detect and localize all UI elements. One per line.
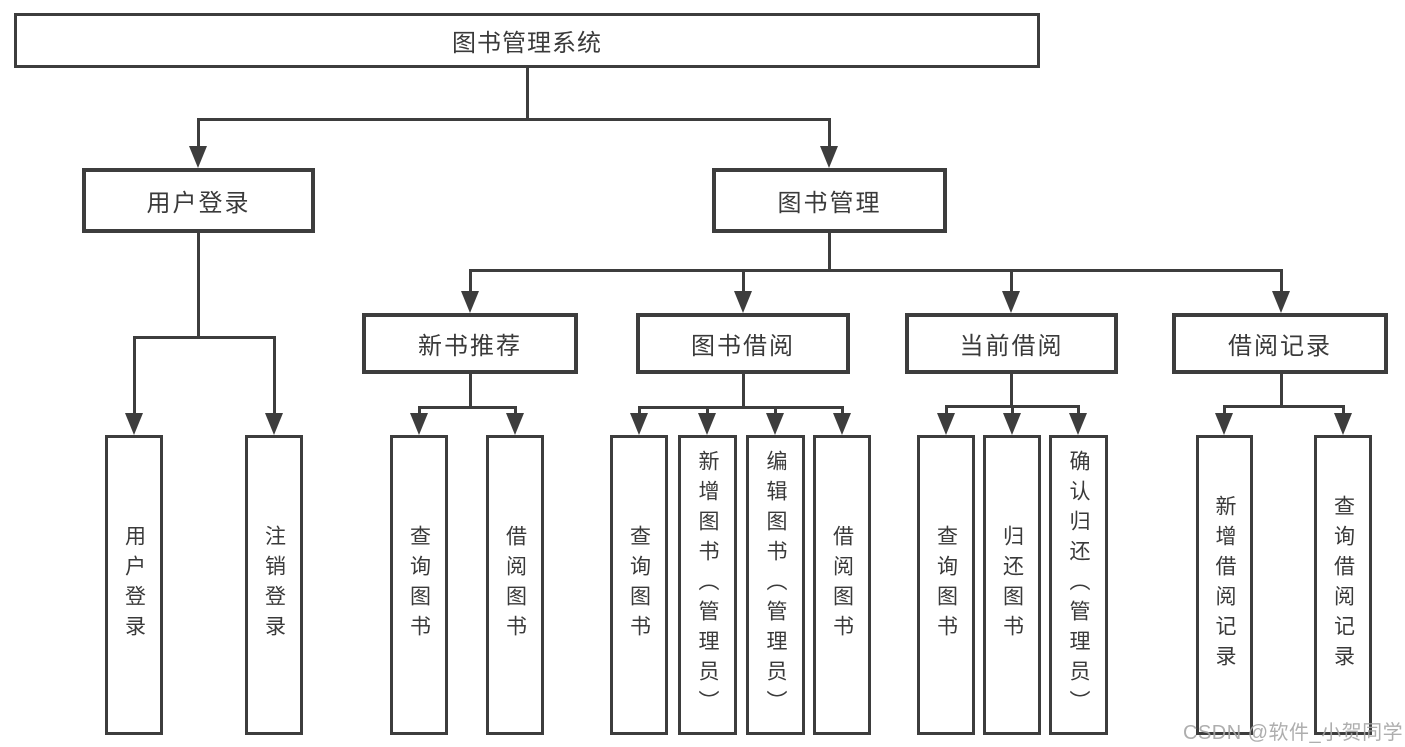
node-user-login-label: 用户登录 — [146, 190, 251, 217]
arrow-to-new-book-recommend — [461, 269, 479, 313]
node-book-management-label: 图书管理 — [777, 190, 882, 217]
arrow-to-book-management — [820, 118, 838, 168]
csdn-watermark: CSDN @软件_小贺同学 — [1183, 722, 1404, 744]
node-book-borrow-label: 图书借阅 — [691, 333, 795, 360]
node-book-borrow: 图书借阅 — [636, 313, 850, 374]
connector-mgmt-stem — [828, 232, 831, 272]
leaf-user-login-label: 用户登录 — [122, 525, 146, 645]
leaf-current-confirm-return-admin-label: 确认归还（管理员） — [1067, 450, 1090, 720]
leaf-recommend-borrow-book: 借阅图书 — [486, 435, 544, 735]
leaf-recommend-query-book-label: 查询图书 — [407, 525, 431, 645]
leaf-current-confirm-return-admin: 确认归还（管理员） — [1049, 435, 1108, 735]
arrow-to-borrow-edit — [766, 406, 784, 435]
connector-borrow-stem — [742, 373, 745, 408]
connector-borrow-bus — [638, 406, 843, 409]
arrow-to-recommend-query — [410, 406, 428, 435]
connector-recommend-bus — [418, 406, 516, 409]
leaf-records-add-record: 新增借阅记录 — [1196, 435, 1253, 735]
leaf-current-query-book-label: 查询图书 — [934, 525, 958, 645]
leaf-records-add-record-label: 新增借阅记录 — [1213, 495, 1236, 675]
arrow-to-current-query — [937, 405, 955, 435]
leaf-current-query-book: 查询图书 — [917, 435, 975, 735]
connector-current-stem — [1010, 373, 1013, 407]
leaf-borrow-query-book-label: 查询图书 — [627, 525, 651, 645]
leaf-recommend-query-book: 查询图书 — [390, 435, 448, 735]
node-borrow-records-label: 借阅记录 — [1228, 333, 1332, 360]
arrow-to-leaf-user-logout — [265, 336, 283, 435]
leaf-recommend-borrow-book-label: 借阅图书 — [503, 525, 527, 645]
arrow-to-borrow-records — [1272, 269, 1290, 313]
arrow-to-records-add — [1215, 405, 1233, 435]
leaf-borrow-borrow-book: 借阅图书 — [813, 435, 871, 735]
connector-root-bus — [197, 118, 831, 121]
leaf-borrow-borrow-book-label: 借阅图书 — [830, 525, 854, 645]
node-root: 图书管理系统 — [14, 13, 1040, 68]
connector-mgmt-bus — [469, 269, 1282, 272]
leaf-borrow-query-book: 查询图书 — [610, 435, 668, 735]
leaf-borrow-add-book-admin-label: 新增图书（管理员） — [696, 450, 719, 720]
arrow-to-borrow-query — [630, 406, 648, 435]
arrow-to-records-query — [1334, 405, 1352, 435]
node-new-book-recommend-label: 新书推荐 — [418, 333, 522, 360]
leaf-borrow-edit-book-admin-label: 编辑图书（管理员） — [764, 450, 787, 720]
connector-user-bus — [133, 336, 275, 339]
leaf-current-return-book-label: 归还图书 — [1000, 525, 1024, 645]
connector-user-stem — [197, 232, 200, 338]
connector-records-bus — [1223, 405, 1344, 408]
leaf-current-return-book: 归还图书 — [983, 435, 1041, 735]
arrow-to-user-login — [189, 118, 207, 168]
arrow-to-borrow-borrow — [833, 406, 851, 435]
leaf-user-logout-label: 注销登录 — [262, 525, 286, 645]
arrow-to-book-borrow — [734, 269, 752, 313]
leaf-records-query-record: 查询借阅记录 — [1314, 435, 1372, 735]
arrow-to-current-borrow — [1002, 269, 1020, 313]
leaf-user-login: 用户登录 — [105, 435, 163, 735]
arrow-to-current-return — [1003, 405, 1021, 435]
arrow-to-leaf-user-login — [125, 336, 143, 435]
arrow-to-current-confirm — [1069, 405, 1087, 435]
node-current-borrow: 当前借阅 — [905, 313, 1118, 374]
leaf-records-query-record-label: 查询借阅记录 — [1331, 495, 1355, 675]
arrow-to-borrow-add — [698, 406, 716, 435]
connector-records-stem — [1280, 373, 1283, 407]
connector-root-stem — [526, 67, 529, 119]
node-root-label: 图书管理系统 — [452, 30, 602, 57]
node-new-book-recommend: 新书推荐 — [362, 313, 578, 374]
connector-recommend-stem — [469, 373, 472, 408]
node-user-login: 用户登录 — [82, 168, 315, 233]
node-borrow-records: 借阅记录 — [1172, 313, 1388, 374]
node-book-management: 图书管理 — [712, 168, 947, 233]
leaf-user-logout: 注销登录 — [245, 435, 303, 735]
leaf-borrow-edit-book-admin: 编辑图书（管理员） — [746, 435, 805, 735]
node-current-borrow-label: 当前借阅 — [959, 333, 1064, 360]
leaf-borrow-add-book-admin: 新增图书（管理员） — [678, 435, 737, 735]
arrow-to-recommend-borrow — [506, 406, 524, 435]
